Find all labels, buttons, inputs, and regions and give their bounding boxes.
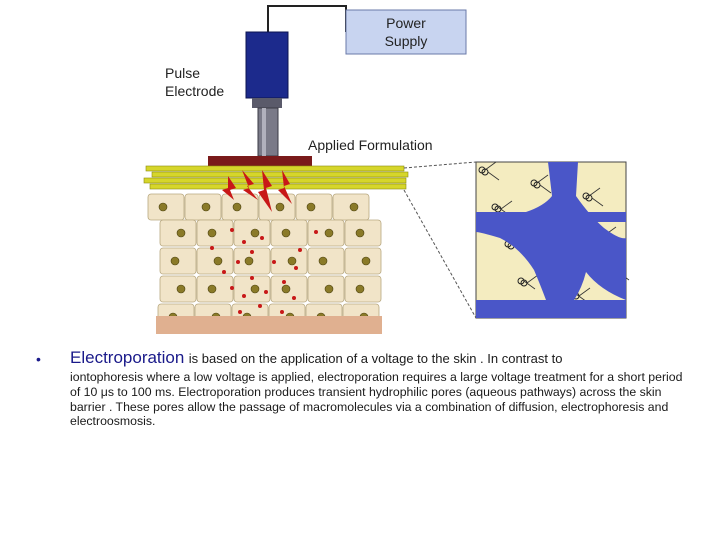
electrode-top xyxy=(246,32,288,98)
molecule-dot xyxy=(258,304,262,308)
cell-nucleus xyxy=(245,257,253,265)
bullet-text: Electroporation is based on the applicat… xyxy=(70,348,690,429)
cell-nucleus xyxy=(325,229,333,237)
cell-nucleus xyxy=(233,203,241,211)
cell-nucleus xyxy=(251,229,259,237)
molecule-dot xyxy=(230,228,234,232)
cell-nucleus xyxy=(276,203,284,211)
cell-nucleus xyxy=(214,257,222,265)
bullet-icon: • xyxy=(36,351,41,367)
electroporation-diagram: Power Supply Pulse Electrode Applied For… xyxy=(0,0,720,340)
molecule-dot xyxy=(210,246,214,250)
cell-nucleus xyxy=(177,229,185,237)
power-supply-label-2: Supply xyxy=(385,33,428,49)
cell-nucleus xyxy=(319,257,327,265)
cell-nucleus xyxy=(356,285,364,293)
cell-nucleus xyxy=(282,285,290,293)
epidermis-cells xyxy=(148,194,381,330)
cell-nucleus xyxy=(307,203,315,211)
bullet-body: iontophoresis where a low voltage is app… xyxy=(70,370,690,429)
cell-nucleus xyxy=(208,229,216,237)
molecule-dot xyxy=(282,280,286,284)
applied-formulation-label: Applied Formulation xyxy=(308,137,433,153)
power-supply-label: Power xyxy=(386,15,426,31)
cell-nucleus xyxy=(356,229,364,237)
molecule-dot xyxy=(222,270,226,274)
cell-nucleus xyxy=(202,203,210,211)
cell-nucleus xyxy=(159,203,167,211)
molecule-dot xyxy=(250,276,254,280)
zoom-line-bottom xyxy=(404,190,476,318)
molecule-dot xyxy=(260,236,264,240)
molecule-dot xyxy=(236,260,240,264)
zoom-line-top xyxy=(404,162,476,168)
pulse-electrode-label-2: Electrode xyxy=(165,83,224,99)
electrode-shaft xyxy=(258,108,278,156)
molecule-dot xyxy=(242,294,246,298)
electrode-collar xyxy=(252,98,282,108)
cell-nucleus xyxy=(325,285,333,293)
cell-nucleus xyxy=(282,229,290,237)
cell-nucleus xyxy=(362,257,370,265)
molecule-dot xyxy=(272,260,276,264)
molecule-dot xyxy=(238,310,242,314)
molecule-dot xyxy=(242,240,246,244)
molecule-dot xyxy=(250,250,254,254)
molecule-dot xyxy=(314,230,318,234)
pore-inset xyxy=(476,162,629,318)
cell-nucleus xyxy=(208,285,216,293)
cell-nucleus xyxy=(251,285,259,293)
stratum-corneum xyxy=(144,166,408,189)
cell-nucleus xyxy=(288,257,296,265)
molecule-dot xyxy=(298,248,302,252)
molecule-dot xyxy=(230,286,234,290)
pulse-electrode-label: Pulse xyxy=(165,65,200,81)
molecule-dot xyxy=(264,290,268,294)
bullet-first-line: is based on the application of a voltage… xyxy=(189,351,563,366)
molecule-dot xyxy=(294,266,298,270)
molecule-dot xyxy=(292,296,296,300)
electrode-shaft-highlight xyxy=(262,108,266,156)
cell-nucleus xyxy=(177,285,185,293)
cell-nucleus xyxy=(171,257,179,265)
bullet-term: Electroporation xyxy=(70,348,184,367)
dermis-base-layer xyxy=(156,316,382,334)
inset-band-bottom xyxy=(476,300,626,318)
molecule-dot xyxy=(280,310,284,314)
power-wire xyxy=(268,6,346,32)
cell-nucleus xyxy=(350,203,358,211)
